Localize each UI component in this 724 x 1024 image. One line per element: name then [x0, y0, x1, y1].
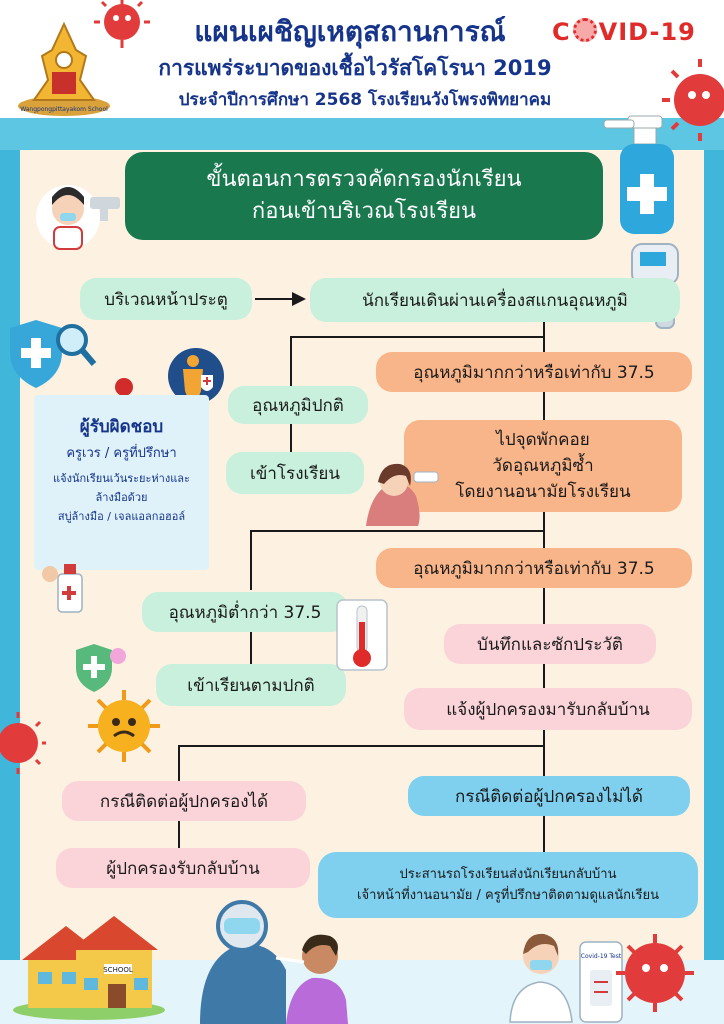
covid-label-prefix: C — [552, 18, 571, 46]
school-sign-text: SCHOOL — [103, 966, 133, 974]
coordinate-line-2: เจ้าหน้าที่งานอนามัย / ครูที่ปรึกษาติดตา… — [357, 888, 659, 903]
step-coordinate: ประสานรถโรงเรียนส่งนักเรียนกลับบ้าน เจ้า… — [318, 852, 698, 918]
connector — [178, 745, 544, 747]
responsible-heading: ผู้รับผิดชอบ — [79, 417, 164, 437]
rest-line-2: วัดอุณหภูมิซ้ำ — [492, 456, 594, 476]
virus-icon — [662, 59, 724, 141]
step-temp-normal: อุณหภูมิปกติ — [228, 386, 368, 424]
doctor-icon — [509, 933, 573, 1023]
connector — [543, 664, 545, 688]
connector — [543, 588, 545, 624]
gel-bottle-icon — [42, 564, 83, 613]
pin-icon — [115, 378, 133, 396]
step-attend-normal: เข้าเรียนตามปกติ — [156, 664, 346, 706]
shield-germ-icon — [76, 644, 126, 692]
thermometer-icon — [336, 599, 388, 671]
body-scan-icon — [168, 348, 224, 404]
responsible-detail-3: สบู่ล้างมือ / เจลแอลกอฮอล์ — [57, 510, 186, 523]
covid-19-label: C VID-19 — [552, 18, 696, 46]
title-line-1: แผนเผชิญเหตุสถานการณ์ — [194, 15, 506, 48]
connector — [250, 530, 544, 532]
virus-icon — [94, 0, 150, 48]
test-kit-icon: Covid-19 Test — [579, 941, 623, 1023]
rest-line-1: ไปจุดพักคอย — [496, 430, 590, 450]
connector — [255, 298, 297, 300]
step-record-history: บันทึกและซักประวัติ — [444, 624, 656, 664]
connector — [250, 632, 252, 664]
virus-o-icon — [572, 18, 597, 42]
connector — [250, 530, 252, 590]
shield-plus-icon — [10, 320, 97, 388]
woman-temperature-icon — [366, 463, 439, 526]
school-logo-icon — [18, 21, 110, 116]
step-rest-point: ไปจุดพักคอย วัดอุณหภูมิซ้ำ โดยงานอนามัยโ… — [404, 420, 682, 512]
side-border-right — [704, 150, 724, 1024]
connector — [543, 816, 545, 852]
step-temp-low: อุณหภูมิต่ำกว่า 37.5 — [142, 592, 348, 632]
screening-title-line-2: ก่อนเข้าบริเวณโรงเรียน — [251, 199, 477, 224]
virus-icon — [88, 690, 160, 762]
step-front-gate: บริเวณหน้าประตู — [80, 278, 252, 320]
step-contact-fail: กรณีติดต่อผู้ปกครองไม่ได้ — [408, 776, 690, 816]
step-contact-ok: กรณีติดต่อผู้ปกครองได้ — [62, 781, 306, 821]
arrow-right-icon — [292, 292, 306, 306]
step-parent-pickup: ผู้ปกครองรับกลับบ้าน — [56, 848, 310, 888]
responsible-staff: ครูเวร / ครูที่ปรึกษา — [66, 446, 177, 461]
title-line-3: ประจำปีการศึกษา 2568 โรงเรียนวังโพรงพิทย… — [178, 90, 552, 110]
spray-bottle-icon — [603, 115, 674, 234]
covid-label-suffix: VID-19 — [598, 18, 696, 46]
side-border-left — [0, 150, 20, 1024]
logo-caption: Wangpongpittayakom School — [20, 106, 108, 113]
step-temp-high-2: อุณหภูมิมากกว่าหรือเท่ากับ 37.5 — [376, 548, 692, 588]
responsible-note: ผู้รับผิดชอบ ครูเวร / ครูที่ปรึกษา แจ้งน… — [34, 395, 209, 570]
screening-title-box: ขั้นตอนการตรวจคัดกรองนักเรียน ก่อนเข้าบร… — [125, 152, 603, 240]
step-notify-parents: แจ้งผู้ปกครองมารับกลับบ้าน — [404, 688, 692, 730]
virus-icon — [0, 712, 46, 774]
test-kit-label: Covid-19 Test — [581, 953, 622, 960]
school-building-icon: SCHOOL — [13, 916, 165, 1020]
connector — [290, 336, 544, 338]
connector — [543, 510, 545, 550]
connector — [178, 745, 180, 781]
connector — [543, 392, 545, 420]
virus-icon — [616, 934, 694, 1012]
responsible-detail-2: ล้างมือด้วย — [95, 491, 148, 504]
connector — [543, 730, 545, 776]
connector — [178, 820, 180, 848]
rest-line-3: โดยงานอนามัยโรงเรียน — [455, 482, 631, 502]
step-enter-school: เข้าโรงเรียน — [226, 452, 364, 494]
coordinate-line-1: ประสานรถโรงเรียนส่งนักเรียนกลับบ้าน — [399, 867, 617, 882]
screening-title-line-1: ขั้นตอนการตรวจคัดกรองนักเรียน — [206, 167, 522, 192]
healthcare-worker-icon — [200, 900, 348, 1024]
responsible-detail-1: แจ้งนักเรียนเว้นระยะห่างและ — [53, 472, 190, 485]
title-line-2: การแพร่ระบาดของเชื้อไวรัสโคโรนา 2019 — [158, 56, 552, 80]
connector — [543, 322, 545, 352]
connector — [290, 422, 292, 452]
step-temp-high-1: อุณหภูมิมากกว่าหรือเท่ากับ 37.5 — [376, 352, 692, 392]
connector — [290, 336, 292, 386]
step-walk-scanner: นักเรียนเดินผ่านเครื่องสแกนอุณหภูมิ — [310, 278, 680, 322]
girl-temperature-icon — [36, 185, 120, 250]
